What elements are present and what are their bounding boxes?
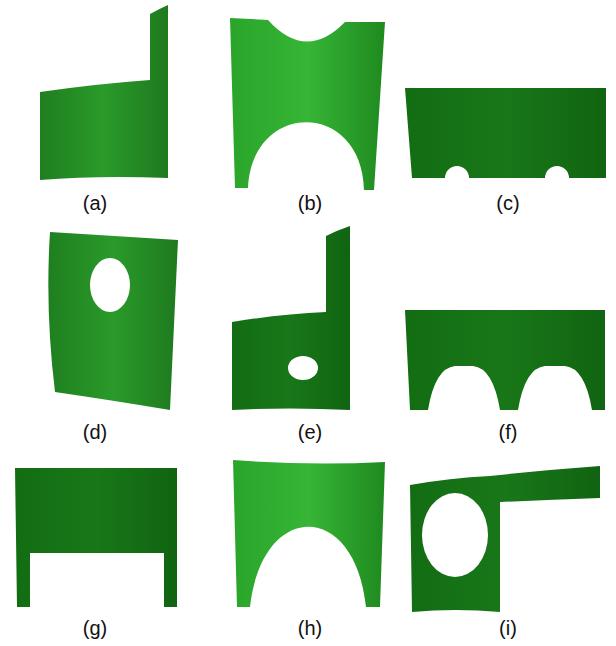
surface-d bbox=[48, 232, 178, 410]
figure-label: (g) bbox=[83, 617, 107, 640]
figure-label: (i) bbox=[499, 617, 517, 640]
surface-f bbox=[405, 310, 605, 410]
figure-label: (e) bbox=[298, 421, 322, 444]
surface-c bbox=[405, 88, 606, 178]
surface-a bbox=[40, 5, 168, 180]
figure-label: (d) bbox=[83, 421, 107, 444]
surface-e bbox=[232, 226, 350, 410]
surface-b bbox=[230, 18, 385, 190]
surface-i bbox=[410, 466, 600, 612]
figure-label: (c) bbox=[496, 192, 519, 215]
figure-label: (a) bbox=[83, 192, 107, 215]
surface-h bbox=[233, 460, 385, 607]
figure-label: (f) bbox=[499, 421, 518, 444]
figure-label: (b) bbox=[298, 192, 322, 215]
surface-g bbox=[15, 468, 177, 607]
figure-label: (h) bbox=[298, 617, 322, 640]
